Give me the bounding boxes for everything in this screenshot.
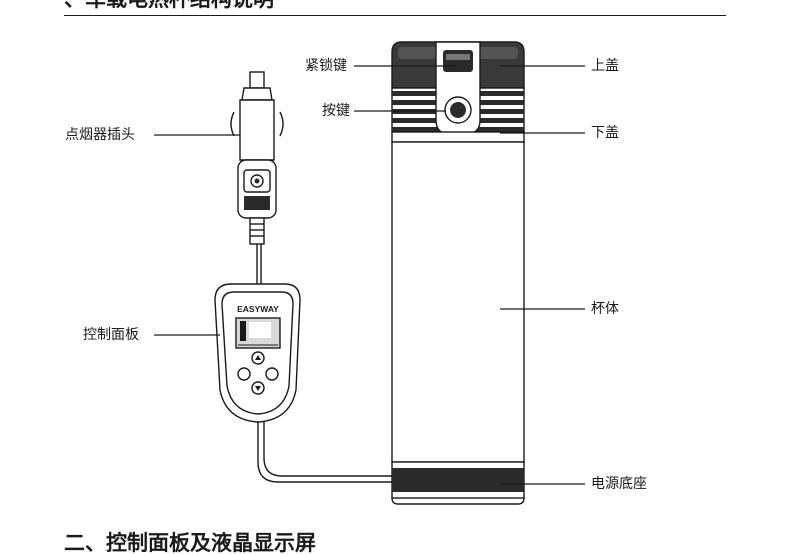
- label-cup-body: 杯体: [591, 301, 619, 317]
- section-heading-structure: 、车载电热杯结构说明: [64, 0, 274, 11]
- power-cable: [257, 422, 392, 483]
- lock-latch-part: [435, 41, 481, 135]
- label-control-panel: 控制面板: [83, 327, 139, 343]
- control-panel-illustration: [214, 283, 301, 423]
- power-base-part: [391, 461, 525, 505]
- label-bottom-lid: 下盖: [591, 125, 619, 141]
- lighter-plug-illustration: [230, 71, 284, 286]
- label-button: 按键: [322, 103, 350, 119]
- cup-body-part: [391, 141, 525, 463]
- label-lighter-plug: 点烟器插头: [65, 127, 135, 143]
- heading-underline: [64, 15, 726, 16]
- panel-brand-logo: EASYWAY: [237, 304, 279, 314]
- label-top-lid: 上盖: [591, 58, 619, 74]
- section-heading-control-panel: 二、控制面板及液晶显示屏: [64, 531, 316, 555]
- leader-lines: [154, 65, 585, 485]
- power-cable-inner: [263, 422, 392, 477]
- cup-illustration: [391, 41, 525, 505]
- label-power-base: 电源底座: [591, 476, 647, 492]
- label-lock-key: 紧锁键: [305, 58, 347, 74]
